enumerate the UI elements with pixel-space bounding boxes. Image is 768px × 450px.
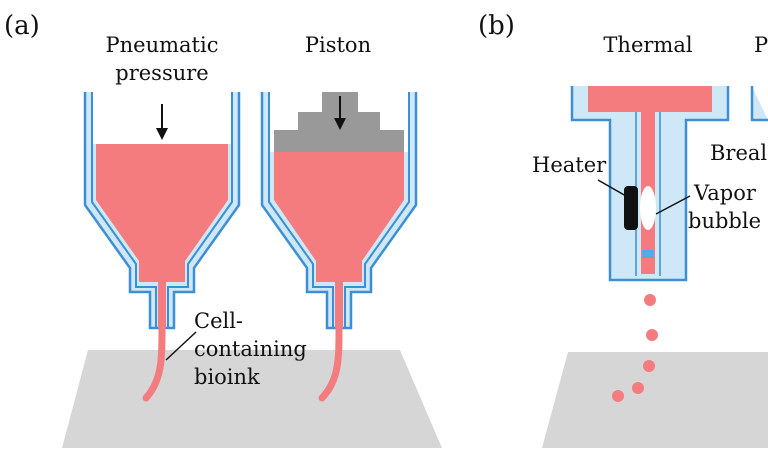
piston-arrow-head: [334, 118, 346, 130]
pneumatic-bioink-strand: [142, 322, 166, 402]
droplet: [612, 390, 624, 402]
piston-bioink-strand: [318, 322, 343, 402]
droplet: [643, 360, 655, 372]
bioink-label-line1: Cell-: [194, 309, 243, 333]
panel-a-label: (a): [4, 11, 40, 41]
panel-b-label: (b): [478, 11, 515, 41]
droplet: [644, 294, 656, 306]
thermal-reservoir-bioink: [588, 86, 712, 112]
heater-leader-line: [597, 179, 627, 197]
vapor-leader-line: [655, 195, 691, 215]
bioink-label-line3: bioink: [194, 365, 260, 389]
cut-off-nozzle: [750, 86, 768, 122]
vapor-label-line1: Vapor: [693, 181, 757, 205]
vapor-label-line2: bubble: [688, 209, 761, 233]
piston-syringe: [260, 92, 418, 402]
pneumatic-title-line1: Pneumatic: [106, 33, 219, 57]
cut-off-title: P: [754, 33, 768, 57]
pneumatic-title-line2: pressure: [115, 61, 208, 85]
vapor-bubble: [640, 186, 656, 230]
ejected-droplets: [612, 294, 658, 402]
bubble-indicator: [642, 250, 654, 258]
thermal-nozzle: [570, 86, 730, 282]
substrate-right: [542, 352, 768, 448]
piston-bioink: [274, 152, 404, 328]
bioink-label-line2: containing: [194, 337, 307, 361]
pressure-arrow-head: [156, 128, 168, 140]
bioink-leader-line: [165, 331, 197, 361]
heater-label: Heater: [532, 153, 607, 177]
cut-off-label: Breal: [710, 141, 767, 165]
pneumatic-bioink: [96, 144, 228, 328]
pneumatic-syringe: [83, 92, 241, 402]
heater-element: [624, 186, 638, 230]
piston-title: Piston: [305, 33, 371, 57]
thermal-title: Thermal: [603, 33, 692, 57]
droplet: [632, 382, 644, 394]
droplet: [646, 329, 658, 341]
